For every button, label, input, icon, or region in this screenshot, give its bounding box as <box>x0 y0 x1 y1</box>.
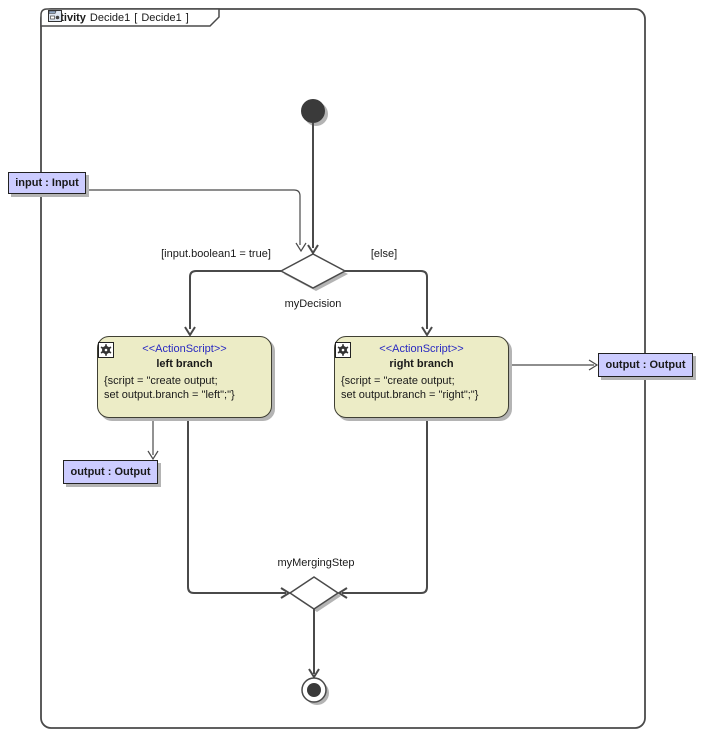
arrowhead-decision-to-right <box>421 326 433 337</box>
frame-title: activity Decide1 [ Decide1 ] <box>48 10 189 25</box>
output-pin-left[interactable]: output : Output <box>63 460 158 484</box>
edge-input-to-decision[interactable] <box>86 189 301 245</box>
final-node-inner <box>307 683 321 697</box>
right-action-name: right branch <box>389 358 454 370</box>
edge-right-to-merge[interactable] <box>342 419 428 594</box>
arrowhead-initial-to-decision <box>307 244 319 255</box>
merge-name-label[interactable]: myMergingStep <box>277 557 355 569</box>
left-action-name: left branch <box>156 358 213 370</box>
right-script-line2: set output.branch = "right";"} <box>341 389 479 401</box>
guard-label-true[interactable]: [input.boolean1 = true] <box>161 248 271 260</box>
frame-name: Decide1 <box>89 11 131 24</box>
edge-decision-to-left[interactable] <box>189 270 281 329</box>
action-script-gear-icon[interactable] <box>98 342 114 358</box>
left-script-line2: set output.branch = "left";"} <box>104 389 235 401</box>
edge-decision-to-right[interactable] <box>345 270 428 329</box>
right-stereotype-label: <<ActionScript>> <box>379 343 464 355</box>
input-pin[interactable]: input : Input <box>8 172 86 194</box>
activity-diagram-icon <box>48 10 62 22</box>
decision-name-label[interactable]: myDecision <box>284 298 342 310</box>
decision-node[interactable] <box>279 253 347 289</box>
left-stereotype-label: <<ActionScript>> <box>142 343 227 355</box>
frame-diagram-name: Decide1 <box>141 11 182 24</box>
left-script-line1: {script = "create output; <box>104 375 218 387</box>
edge-left-to-merge[interactable] <box>187 419 286 594</box>
arrowhead-right-to-output <box>588 359 599 371</box>
output-pin-right[interactable]: output : Output <box>598 353 693 377</box>
action-script-gear-icon[interactable] <box>335 342 351 358</box>
arrowhead-merge-to-final <box>308 668 320 679</box>
arrowhead-decision-to-left <box>184 326 196 337</box>
arrowhead-input-to-decision <box>295 242 307 253</box>
action-right-branch[interactable]: <<ActionScript>> right branch {script = … <box>334 336 509 418</box>
frame-bracket-open: [ <box>134 11 138 24</box>
right-script-line1: {script = "create output; <box>341 375 455 387</box>
merge-node[interactable] <box>288 576 340 610</box>
frame-title-tab <box>40 8 220 27</box>
initial-node[interactable] <box>301 99 325 123</box>
guard-label-else[interactable]: [else] <box>370 248 398 260</box>
frame-bracket-close: ] <box>185 11 189 24</box>
arrowhead-left-to-output <box>147 450 159 461</box>
action-left-branch[interactable]: <<ActionScript>> left branch {script = "… <box>97 336 272 418</box>
